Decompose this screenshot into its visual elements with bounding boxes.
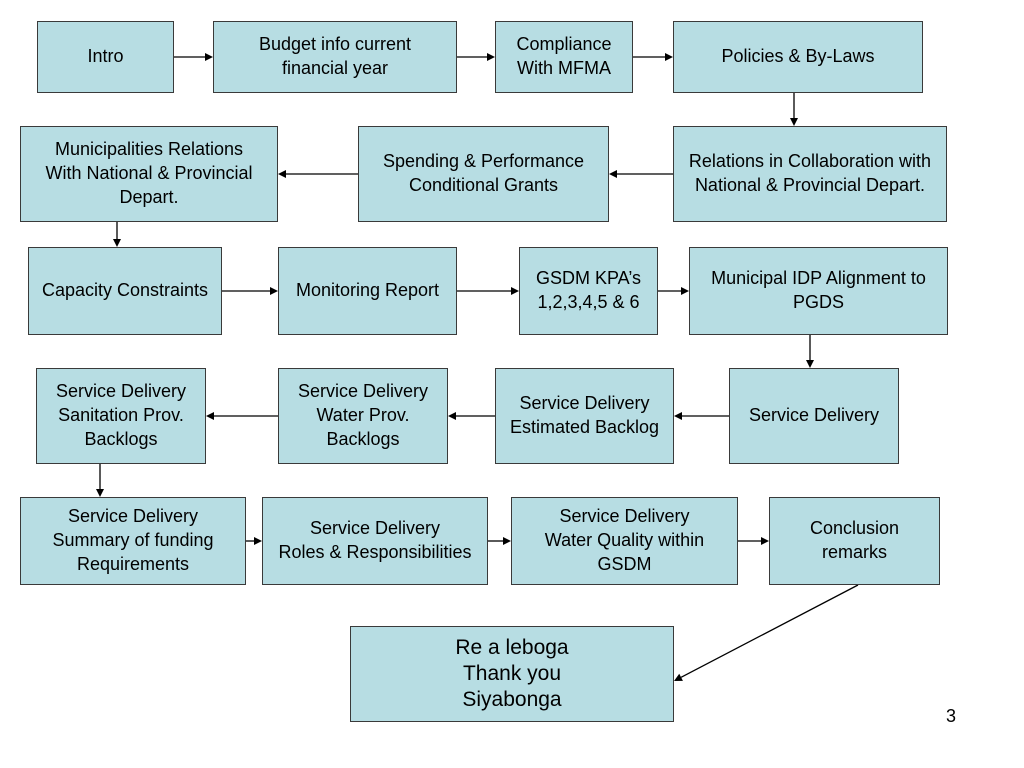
node-spending-performance: Spending & Performance Conditional Grant… <box>358 126 609 222</box>
node-sd-summary-funding: Service Delivery Summary of funding Requ… <box>20 497 246 585</box>
node-intro: Intro <box>37 21 174 93</box>
node-sd-roles-responsibilities: Service Delivery Roles & Responsibilitie… <box>262 497 488 585</box>
node-monitoring-report: Monitoring Report <box>278 247 457 335</box>
node-relations-collaboration: Relations in Collaboration with National… <box>673 126 947 222</box>
arrowhead-gsdm_kpa-to-idp <box>681 287 689 295</box>
node-service-delivery: Service Delivery <box>729 368 899 464</box>
arrowhead-conclusion-to-thanks <box>674 673 683 681</box>
node-gsdm-kpa: GSDM KPA’s 1,2,3,4,5 & 6 <box>519 247 658 335</box>
node-policies-bylaws: Policies & By-Laws <box>673 21 923 93</box>
arrowhead-budget-to-compliance <box>487 53 495 61</box>
arrowhead-municipalities-to-capacity <box>113 239 121 247</box>
arrowhead-idp-to-sd <box>806 360 814 368</box>
arrowhead-sd_water-to-sd_sanitation <box>206 412 214 420</box>
arrowhead-policies-to-relations_collab <box>790 118 798 126</box>
node-compliance-mfma: Compliance With MFMA <box>495 21 633 93</box>
arrowhead-compliance-to-policies <box>665 53 673 61</box>
node-sd-estimated-backlog: Service Delivery Estimated Backlog <box>495 368 674 464</box>
arrowhead-sd_summary-to-sd_roles <box>254 537 262 545</box>
arrowhead-sd_sanitation-to-sd_summary <box>96 489 104 497</box>
node-sd-sanitation-backlogs: Service Delivery Sanitation Prov. Backlo… <box>36 368 206 464</box>
arrowhead-sd-to-sd_estimated <box>674 412 682 420</box>
node-municipal-idp-alignment: Municipal IDP Alignment to PGDS <box>689 247 948 335</box>
arrowhead-intro-to-budget <box>205 53 213 61</box>
node-sd-water-backlogs: Service Delivery Water Prov. Backlogs <box>278 368 448 464</box>
arrowhead-sd_estimated-to-sd_water <box>448 412 456 420</box>
arrowhead-spending-to-municipalities <box>278 170 286 178</box>
arrowhead-monitoring-to-gsdm_kpa <box>511 287 519 295</box>
arrow-conclusion-to-thanks <box>680 584 859 678</box>
node-budget-info: Budget info current financial year <box>213 21 457 93</box>
arrowhead-relations_collab-to-spending <box>609 170 617 178</box>
page-number: 3 <box>946 706 957 726</box>
node-capacity-constraints: Capacity Constraints <box>28 247 222 335</box>
node-municipalities-relations: Municipalities Relations With National &… <box>20 126 278 222</box>
node-conclusion-remarks: Conclusion remarks <box>769 497 940 585</box>
node-thank-you: Re a leboga Thank you Siyabonga <box>350 626 674 722</box>
arrowhead-capacity-to-monitoring <box>270 287 278 295</box>
arrowhead-sd_quality-to-conclusion <box>761 537 769 545</box>
node-sd-water-quality: Service Delivery Water Quality within GS… <box>511 497 738 585</box>
arrowhead-sd_roles-to-sd_quality <box>503 537 511 545</box>
